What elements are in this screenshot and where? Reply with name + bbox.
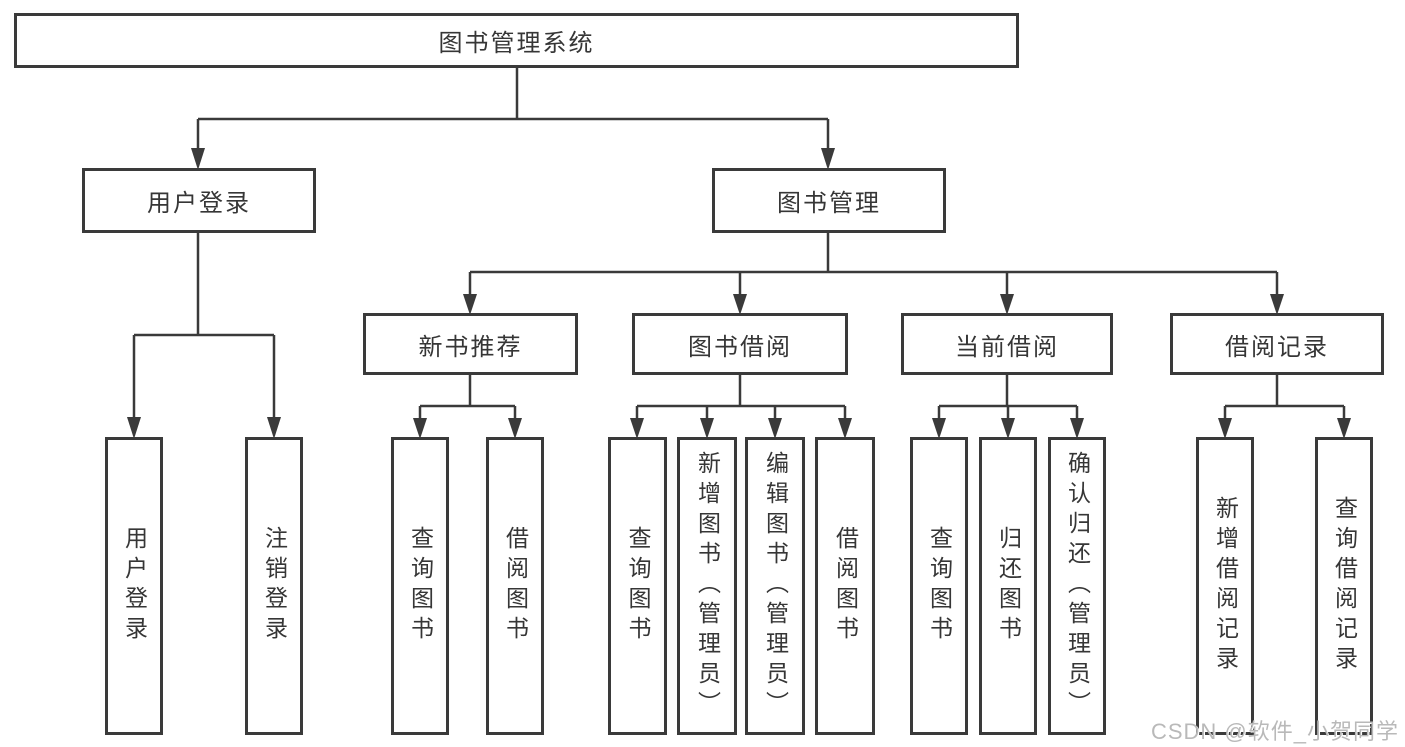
arrowhead-icon [932, 418, 946, 439]
arrowhead-icon [267, 417, 281, 439]
connector-new-book-recommend-to-leaves [413, 375, 522, 439]
arrowhead-icon [413, 418, 427, 439]
arrowhead-icon [1000, 294, 1014, 315]
leaf-query-books-recommend: 查询图书 [391, 437, 449, 735]
arrowhead-icon [191, 148, 205, 170]
leaf-query-books-borrowing: 查询图书 [608, 437, 667, 735]
node-book-management: 图书管理 [712, 168, 946, 233]
arrowhead-icon [1270, 294, 1284, 315]
leaf-confirm-return-admin: 确认归还（管理员） [1048, 437, 1106, 735]
connector-root-to-level2 [191, 68, 835, 170]
leaf-add-borrow-record: 新增借阅记录 [1196, 437, 1254, 735]
leaf-logout-login: 注销登录 [245, 437, 303, 735]
connector-book-management-to-level3 [463, 233, 1284, 315]
node-current-borrowing: 当前借阅 [901, 313, 1113, 375]
arrowhead-icon [768, 418, 782, 439]
arrowhead-icon [1337, 418, 1351, 439]
node-book-borrowing: 图书借阅 [632, 313, 848, 375]
arrowhead-icon [1001, 418, 1015, 439]
node-user-login: 用户登录 [82, 168, 316, 233]
arrowhead-icon [630, 418, 644, 439]
node-new-book-recommend: 新书推荐 [363, 313, 578, 375]
leaf-user-login: 用户登录 [105, 437, 163, 735]
leaf-borrow-books-borrowing: 借阅图书 [815, 437, 875, 735]
leaf-add-book-admin: 新增图书（管理员） [677, 437, 737, 735]
arrowhead-icon [463, 294, 477, 315]
arrowhead-icon [838, 418, 852, 439]
leaf-edit-book-admin: 编辑图书（管理员） [745, 437, 805, 735]
node-root-system: 图书管理系统 [14, 13, 1019, 68]
arrowhead-icon [1070, 418, 1084, 439]
connector-current-borrowing-to-leaves [932, 375, 1084, 439]
arrowhead-icon [733, 294, 747, 315]
arrowhead-icon [1218, 418, 1232, 439]
leaf-borrow-books-recommend: 借阅图书 [486, 437, 544, 735]
leaf-return-books: 归还图书 [979, 437, 1037, 735]
leaf-query-books-current: 查询图书 [910, 437, 968, 735]
node-borrowing-records: 借阅记录 [1170, 313, 1384, 375]
arrowhead-icon [700, 418, 714, 439]
arrowhead-icon [508, 418, 522, 439]
connector-book-borrowing-to-leaves [630, 375, 852, 439]
arrowhead-icon [821, 148, 835, 170]
connector-borrowing-records-to-leaves [1218, 375, 1351, 439]
leaf-query-borrow-record: 查询借阅记录 [1315, 437, 1373, 735]
arrowhead-icon [127, 417, 141, 439]
connector-user-login-to-leaves [127, 233, 281, 439]
